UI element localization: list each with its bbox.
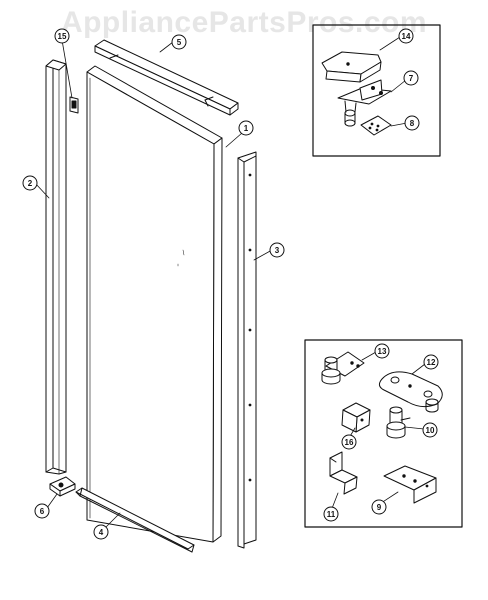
left-trim-strip <box>45 59 67 475</box>
lower-bracket <box>329 451 358 495</box>
callout-15: 15 <box>54 28 70 44</box>
door-panel <box>86 65 223 543</box>
shim-plate <box>360 115 392 136</box>
angle-bracket <box>341 402 371 433</box>
callout-label-8: 8 <box>410 119 415 128</box>
callout-8: 8 <box>404 115 420 131</box>
callout-5: 5 <box>171 34 187 50</box>
hinge-mount-plate <box>383 465 437 504</box>
callout-label-10: 10 <box>426 426 435 435</box>
top-cap <box>94 39 239 116</box>
bottom-hinge-cover <box>49 476 76 497</box>
callout-label-2: 2 <box>28 179 33 188</box>
callout-6: 6 <box>34 503 50 519</box>
callout-11: 11 <box>323 506 339 522</box>
right-trim-strip <box>237 151 257 549</box>
hinge-plate <box>378 371 443 413</box>
callout-label-11: 11 <box>327 510 336 519</box>
callout-label-1: 1 <box>244 124 249 133</box>
callout-label-12: 12 <box>427 358 436 367</box>
callout-label-7: 7 <box>409 74 414 83</box>
bottom-hinge-kit-frame <box>304 339 463 528</box>
callout-10: 10 <box>422 422 438 438</box>
callout-2: 2 <box>22 175 38 191</box>
leader-lines <box>34 36 426 528</box>
callout-9: 9 <box>371 499 387 515</box>
callout-label-5: 5 <box>177 38 182 47</box>
top-hinge <box>337 79 392 127</box>
callout-label-6: 6 <box>40 507 45 516</box>
callout-1: 1 <box>238 120 254 136</box>
callout-12: 12 <box>423 354 439 370</box>
callout-label-13: 13 <box>378 347 387 356</box>
hinge-pin <box>386 406 411 439</box>
hinge-clip <box>69 96 79 114</box>
callout-label-14: 14 <box>402 32 411 41</box>
callout-label-4: 4 <box>99 528 104 537</box>
callout-label-9: 9 <box>377 503 382 512</box>
callout-4: 4 <box>93 524 109 540</box>
bottom-seal-strip <box>75 487 195 553</box>
callout-13: 13 <box>374 343 390 359</box>
top-hinge-kit-frame <box>312 24 441 157</box>
callout-label-16: 16 <box>345 438 354 447</box>
callout-7: 7 <box>403 70 419 86</box>
callout-16: 16 <box>341 434 357 450</box>
callout-14: 14 <box>398 28 414 44</box>
callout-label-3: 3 <box>275 246 280 255</box>
callout-3: 3 <box>269 242 285 258</box>
hinge-cover <box>321 51 382 83</box>
callout-label-15: 15 <box>58 32 67 41</box>
hinge-pin-bracket <box>321 351 365 385</box>
